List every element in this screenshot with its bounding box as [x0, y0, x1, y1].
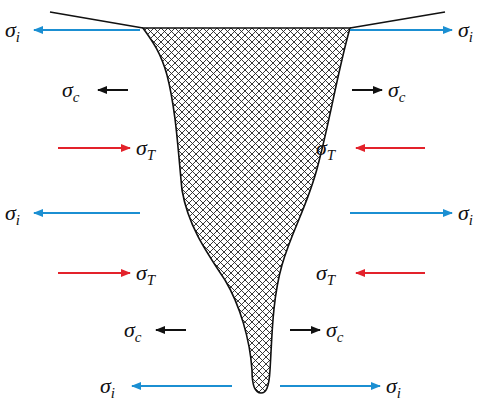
stress-label: σi — [458, 19, 473, 41]
stress-label: σi — [5, 19, 20, 41]
tension-arrow — [34, 212, 140, 214]
thermal-arrow — [58, 272, 130, 274]
stress-label: σc — [326, 319, 344, 341]
weld-region — [143, 28, 350, 393]
stress-label: σc — [62, 79, 80, 101]
tension-arrow — [350, 212, 452, 214]
stress-arrow — [290, 329, 320, 331]
stress-label: σc — [388, 79, 406, 101]
surface-line — [50, 12, 445, 28]
stress-arrow — [156, 329, 186, 331]
stress-arrow — [98, 89, 128, 91]
tension-arrow — [34, 29, 140, 31]
stress-label: σi — [5, 202, 20, 224]
thermal-arrow — [356, 272, 425, 274]
stress-label: σi — [458, 202, 473, 224]
tension-arrow — [132, 385, 232, 387]
stress-label: σT — [136, 137, 155, 159]
stress-label: σT — [316, 262, 335, 284]
tension-arrow — [350, 29, 452, 31]
thermal-arrow — [58, 147, 130, 149]
tension-arrow — [280, 385, 380, 387]
stress-arrow — [352, 89, 382, 91]
thermal-arrow — [356, 147, 425, 149]
stress-label: σi — [386, 375, 401, 397]
stress-label: σT — [136, 262, 155, 284]
stress-label: σc — [124, 319, 142, 341]
stress-label: σi — [100, 375, 115, 397]
stress-label: σT — [316, 137, 335, 159]
